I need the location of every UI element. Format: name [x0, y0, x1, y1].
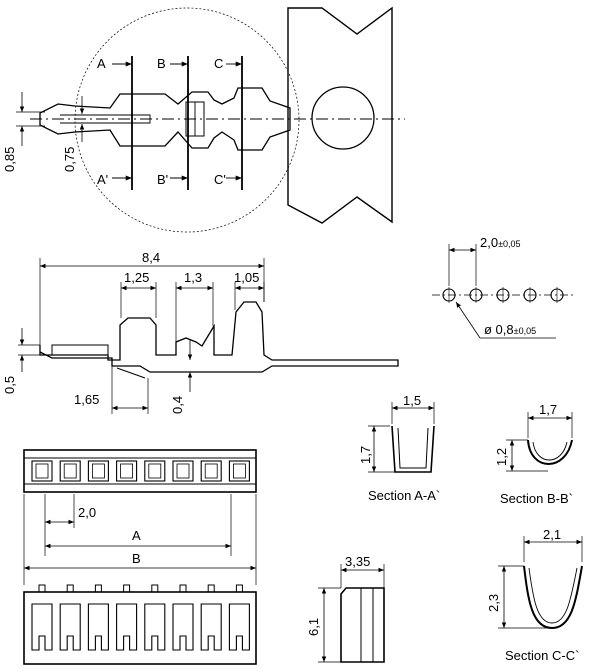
housing-front-latch — [151, 584, 159, 593]
housing-top-cavity-inner — [63, 463, 77, 479]
dim-wire-crimp: 1,25 — [124, 270, 149, 285]
pcb-pitch-value: 2,0 — [480, 235, 498, 250]
section-label-c: C — [214, 56, 223, 71]
housing-top-cavity-inner — [35, 463, 49, 479]
housing-side-outline — [340, 587, 385, 663]
section-c-c-view — [498, 536, 583, 630]
dim-side-thickness: 0,4 — [170, 396, 185, 414]
dim-insulation-crimp: 1,3 — [184, 270, 202, 285]
section-a-a-width: 1,5 — [403, 393, 421, 408]
housing-top-cavity-inner — [232, 463, 246, 479]
section-c-c-width: 2,1 — [543, 527, 561, 542]
dim-terminal-height: 0,85 — [2, 147, 17, 172]
housing-front-latch — [123, 584, 131, 593]
housing-front-latch — [66, 584, 74, 593]
detail-circle — [74, 7, 300, 233]
section-a-a-height: 1,7 — [358, 446, 373, 464]
housing-top-cavity — [116, 460, 138, 482]
housing-top-view — [23, 449, 257, 493]
section-a-a-inner — [397, 427, 429, 469]
housing-front-cavity — [31, 603, 53, 651]
housing-top-cavity-inner — [176, 463, 190, 479]
housing-top-cavity-inner — [92, 463, 105, 479]
housing-front-cavity — [200, 603, 222, 651]
pcb-hole-label: ø 0,8±0,05 — [484, 322, 536, 337]
pcb-hole-leader — [455, 301, 481, 339]
housing-top-cavity-inner — [204, 463, 218, 479]
section-label-a: A — [97, 56, 106, 71]
terminal-outline — [39, 87, 291, 151]
section-c-c-height: 2,3 — [486, 594, 501, 612]
housing-front-latch — [207, 584, 215, 593]
housing-front-cavity — [228, 603, 250, 651]
section-b-b-view — [506, 412, 573, 472]
housing-front-latch — [94, 584, 102, 593]
housing-top-cavity — [228, 460, 250, 482]
carrier-strip — [287, 6, 393, 224]
housing-front-latch — [179, 584, 187, 593]
pcb-pitch-tolerance: ±0,05 — [498, 239, 520, 249]
housing-top-cavity-group — [31, 460, 250, 482]
dim-side-offset: 1,65 — [74, 392, 99, 407]
housing-top-cavity-inner — [120, 463, 133, 479]
section-a-a-profile — [391, 425, 435, 473]
housing-front-cavity — [116, 603, 138, 651]
section-a-a-caption: Section A-A` — [368, 488, 440, 503]
housing-dim-a: A — [132, 528, 141, 543]
pcb-hole-value: ø 0,8 — [484, 322, 514, 337]
housing-front-cavity — [87, 603, 109, 651]
section-label-a-prime: A' — [97, 172, 108, 187]
housing-top-dims — [23, 494, 257, 585]
housing-top-cavity — [200, 460, 222, 482]
dim-terminal-width: 0,75 — [62, 147, 77, 172]
terminal-side-tab — [51, 344, 109, 356]
section-c-c-profile — [523, 565, 583, 630]
housing-front-outline — [23, 591, 257, 665]
section-label-b-prime: B' — [157, 172, 168, 187]
section-label-b: B — [157, 56, 166, 71]
housing-top-cavity — [59, 460, 81, 482]
housing-dim-b: B — [132, 551, 141, 566]
section-c-c-inner — [528, 567, 578, 624]
section-b-b-profile — [527, 439, 573, 465]
housing-front-view — [23, 591, 257, 665]
housing-side-view — [318, 564, 385, 663]
terminal-top-view — [16, 6, 405, 233]
housing-front-latch — [38, 584, 46, 593]
pcb-layout — [432, 244, 576, 339]
dim-contact: 1,05 — [234, 270, 259, 285]
dim-side-height: 0,5 — [2, 376, 17, 394]
housing-top-cavity — [31, 460, 53, 482]
housing-front-cavity — [144, 603, 166, 651]
section-label-c-prime: C' — [214, 172, 226, 187]
section-b-b-width: 1,7 — [539, 402, 557, 417]
housing-dim-height: 6,1 — [306, 618, 321, 636]
housing-front-cavity — [172, 603, 194, 651]
housing-front-latch — [235, 584, 243, 593]
terminal-side-outline — [39, 301, 399, 373]
housing-top-cavity — [172, 460, 194, 482]
section-b-b-inner — [532, 441, 568, 461]
section-a-a-view — [368, 402, 435, 473]
pcb-pitch-label: 2,0±0,05 — [480, 235, 521, 250]
section-b-b-height: 1,2 — [494, 448, 509, 466]
housing-top-cavity-inner — [148, 463, 162, 479]
housing-front-cavity — [59, 603, 81, 651]
housing-front-cavity-group — [31, 584, 250, 651]
housing-dim-width: 3,35 — [345, 554, 370, 569]
housing-top-outline — [23, 449, 257, 493]
pilot-hole — [311, 86, 375, 150]
pcb-hole-group — [442, 287, 564, 303]
pcb-hole-tolerance: ±0,05 — [514, 326, 536, 336]
section-b-b-caption: Section B-B` — [500, 491, 573, 506]
dim-overall-length: 8,4 — [142, 250, 160, 265]
housing-dim-pitch: 2,0 — [78, 505, 96, 520]
housing-top-cavity — [144, 460, 166, 482]
terminal-side-view — [18, 258, 399, 414]
section-c-c-caption: Section C-C` — [505, 648, 579, 663]
housing-top-cavity — [87, 460, 109, 482]
terminal-side-bottom — [116, 367, 146, 379]
